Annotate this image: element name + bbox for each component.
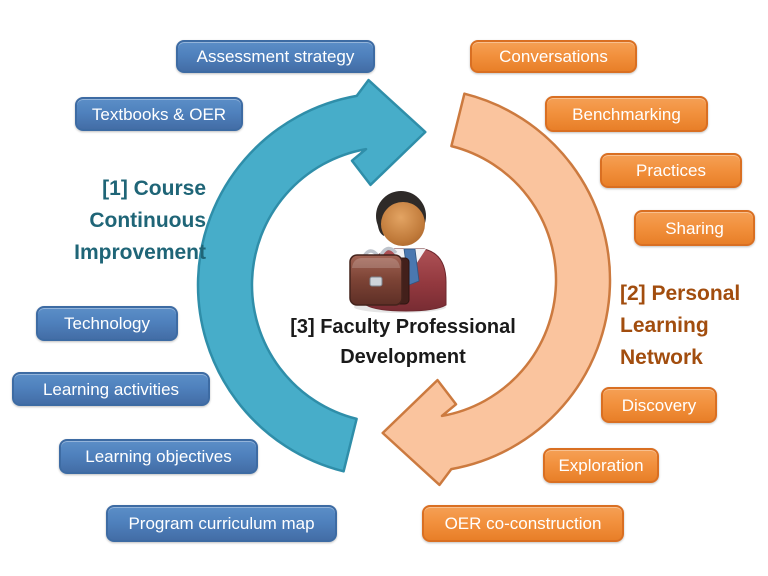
blue-box-assessment-strategy: Assessment strategy (176, 40, 375, 73)
personal-learning-network-label: [2] Personal Learning Network (620, 282, 741, 369)
orange-box-benchmarking: Benchmarking (545, 96, 708, 132)
box-label: Textbooks & OER (91, 104, 227, 124)
box-label: Discovery (621, 395, 697, 415)
box-label: Benchmarking (572, 104, 681, 124)
orange-box-practices: Practices (600, 153, 742, 188)
blue-box-program-curriculum-map: Program curriculum map (106, 505, 337, 542)
pln-cycle-arrow (381, 92, 612, 487)
orange-box-exploration: Exploration (543, 448, 659, 483)
faculty-professional-development-label: [3] Faculty Professional Development (290, 316, 516, 368)
box-label: OER co-construction (444, 514, 602, 533)
blue-box-learning-objectives: Learning objectives (59, 439, 258, 474)
box-label: Practices (636, 161, 706, 180)
box-label: Conversations (499, 47, 608, 66)
box-label: Assessment strategy (196, 47, 355, 66)
blue-box-textbooks-oer: Textbooks & OER (75, 97, 243, 131)
box-label: Learning objectives (85, 447, 232, 466)
box-label: Learning activities (42, 379, 180, 399)
box-label: Program curriculum map (128, 514, 315, 533)
course-continuous-improvement-label: [1] Course Continuous Improvement (74, 177, 206, 264)
orange-box-oer-co-construction: OER co-construction (422, 505, 624, 542)
blue-box-technology: Technology (36, 306, 178, 341)
businessman-briefcase-icon (349, 191, 447, 313)
box-label: Sharing (665, 218, 724, 238)
box-label: Exploration (558, 456, 644, 475)
course-cycle-arrow (196, 78, 427, 473)
box-label: Technology (63, 314, 150, 333)
orange-box-sharing: Sharing (634, 210, 755, 246)
blue-box-learning-activities: Learning activities (12, 372, 210, 406)
orange-box-discovery: Discovery (601, 387, 717, 423)
orange-box-conversations: Conversations (470, 40, 637, 73)
